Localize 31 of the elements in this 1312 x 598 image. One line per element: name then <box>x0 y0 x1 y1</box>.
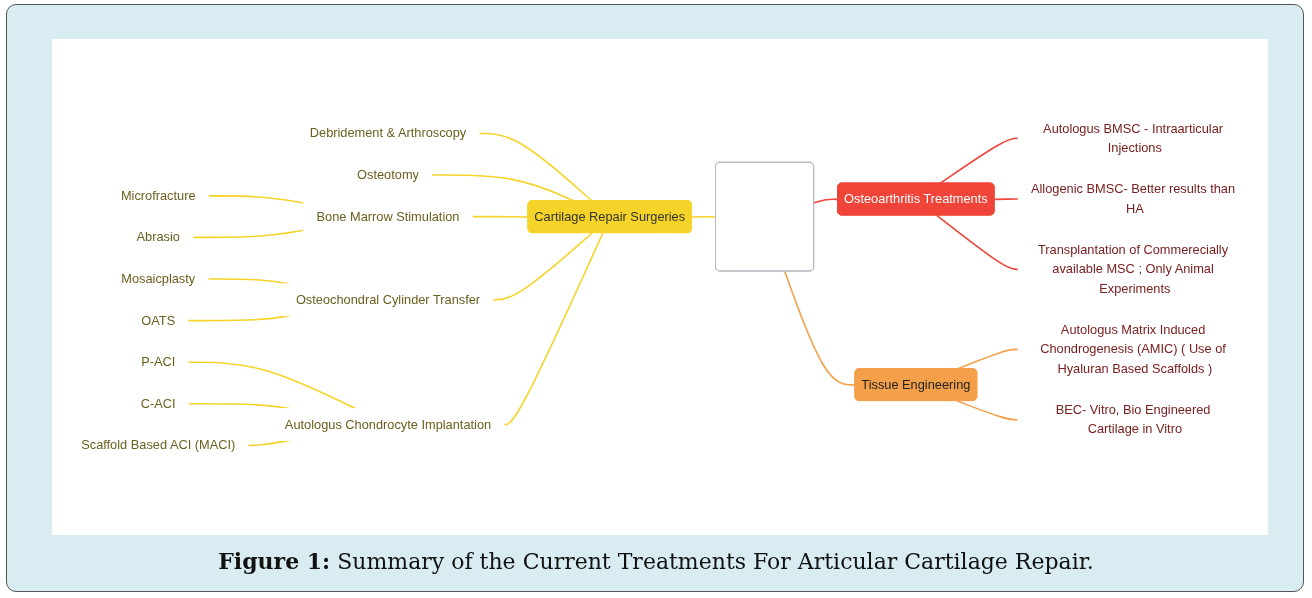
connector <box>956 400 1019 421</box>
connector <box>478 132 593 202</box>
node-text: Mosaicplasty <box>121 271 196 286</box>
node-text: OATS <box>141 313 176 327</box>
node-text: C-ACI <box>140 396 176 411</box>
connector <box>187 361 356 410</box>
connector <box>939 137 1019 185</box>
connector <box>492 232 593 301</box>
node-text: Scaffold Based ACI (MACI) <box>81 438 236 452</box>
node-text: Osteotomy <box>357 167 419 182</box>
connector <box>207 195 305 204</box>
node-text: Autologus Matrix Induced Chondrogenesis (AMIC) ( Use of Hyaluran Based Scaffolds ) <box>1040 322 1226 375</box>
connector <box>191 229 305 239</box>
connector <box>503 232 604 426</box>
node-text: Autologus Chondrocyte Implantation <box>284 417 492 431</box>
node-text: Debridement & Arthroscopy <box>309 126 467 140</box>
connector <box>935 214 1019 271</box>
node-text: Allogenic BMSC- Better results than HA <box>1030 182 1236 216</box>
node-text: Osteochondral Cylinder Transfer <box>295 292 481 307</box>
node-text: Transplantation of Commerecially available MSC ; Only Animal Experiments <box>1037 243 1229 295</box>
node-text: Microfracture <box>120 188 196 203</box>
node-text: Bone Marrow Stimulation <box>316 209 460 224</box>
node-text: Abrasio <box>136 230 180 244</box>
connector <box>813 198 839 204</box>
node-text: Autologus BMSC - Intraarticular Injections <box>1043 121 1224 155</box>
connector <box>993 198 1019 201</box>
node-text: BEC- Vitro, Bio Engineered Cartilage in Vitro <box>1055 402 1211 436</box>
figure-caption: Figure 1: Summary of the Current Treatments For Articular Cartilage Repair. <box>217 548 1095 574</box>
connector <box>430 174 575 202</box>
connector <box>691 215 717 218</box>
node-text: P-ACI <box>141 354 176 369</box>
